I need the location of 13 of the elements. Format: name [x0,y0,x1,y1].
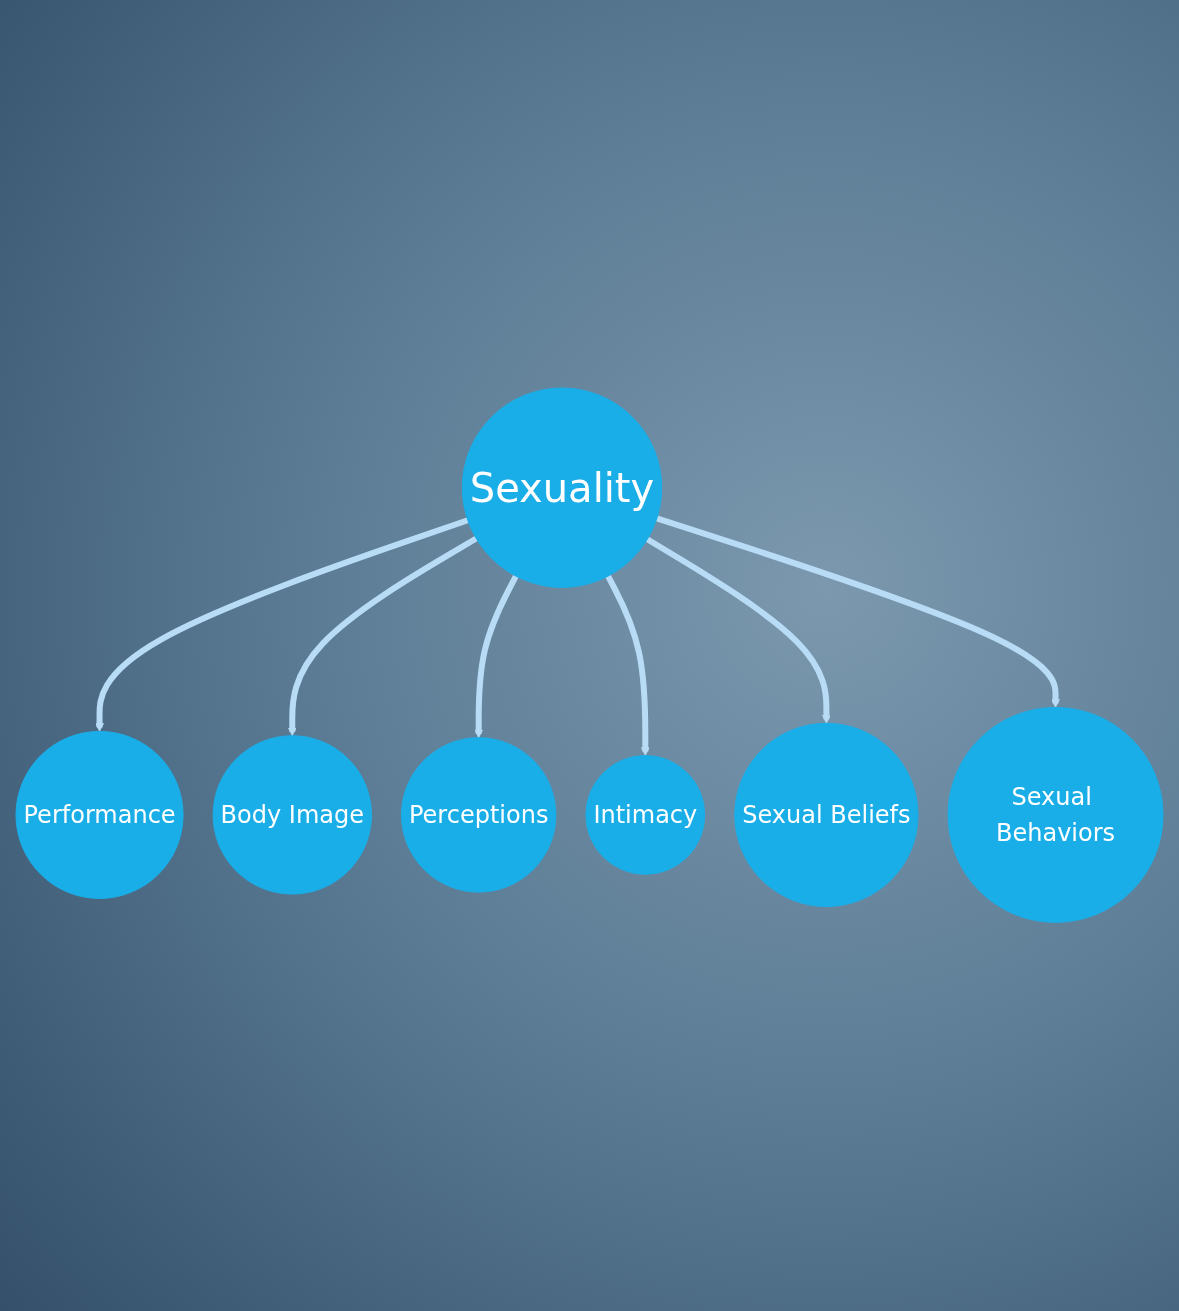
node-circle: Sexuality [461,387,663,589]
arrow [605,575,650,757]
arrow [287,536,478,737]
node-circle: Performance [15,731,184,900]
node-circle: Perceptions [400,737,557,893]
node-circle: Intimacy [585,755,706,876]
arrow [474,575,519,739]
arrow [645,537,831,724]
arrow [95,517,469,733]
arrow [655,515,1060,709]
node-circle: Body Image [212,735,372,895]
node-circle: Sexual Behaviors [947,707,1164,924]
node-circle: Sexual Beliefs [734,723,919,908]
